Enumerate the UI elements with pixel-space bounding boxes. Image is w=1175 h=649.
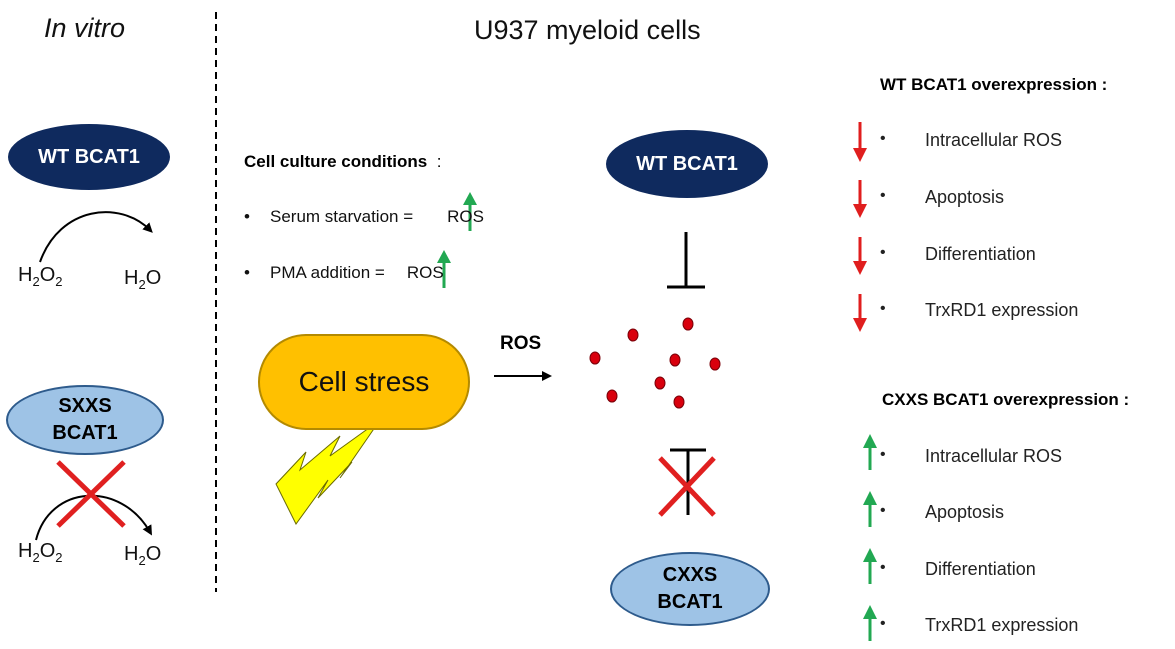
blocked-reaction-arc-arrow [35, 494, 153, 541]
increase-arrow-icon [863, 605, 877, 641]
bullet: • [880, 446, 886, 463]
decrease-arrow-icon [853, 237, 867, 275]
bullet: • [880, 559, 886, 576]
blocked-inhibition-symbol [658, 448, 716, 517]
decrease-arrow-icon [853, 122, 867, 162]
product-h2o: H2O [124, 267, 162, 292]
bullet: • [880, 300, 886, 317]
conditions-heading: Cell culture conditions : [244, 152, 442, 171]
bullet: • [880, 502, 886, 519]
increase-arrow-icon [863, 434, 877, 470]
wt-effect-apoptosis: Apoptosis [925, 187, 1005, 207]
condition-serum-starvation: •Serum starvation = ROS [244, 207, 484, 226]
substrate-h2o2-blocked: H2O2 [18, 540, 63, 565]
wt-effect-trxrd1-expression: TrxRD1 expression [925, 300, 1079, 320]
condition-pma-addition: •PMA addition = ROS [244, 263, 444, 282]
cxxs-overexpression-heading: CXXS BCAT1 overexpression : [882, 390, 1130, 409]
bullet: • [880, 244, 886, 261]
wt-effect-intracellular-ros: Intracellular ROS [925, 130, 1063, 150]
lightning-icon [275, 419, 381, 525]
cxxs-effect-intracellular-ros: Intracellular ROS [925, 446, 1063, 466]
cxxs-effect-trxrd1-expression: TrxRD1 expression [925, 615, 1079, 635]
blocked-cross-icon [56, 460, 126, 528]
main-title: U937 myeloid cells [474, 15, 701, 45]
cell-stress-box: Cell stress [258, 334, 470, 430]
cxxs-effect-differentiation: Differentiation [925, 559, 1036, 579]
bullet: • [880, 187, 886, 204]
ros-particles [589, 317, 721, 409]
wt-overexpression-heading: WT BCAT1 overexpression : [880, 75, 1108, 94]
in-vitro-title: In vitro [44, 13, 126, 43]
product-h2o-blocked: H2O [124, 543, 162, 568]
increase-arrow-icon [437, 250, 451, 288]
wt-bcat1-enzyme: WT BCAT1 [8, 124, 170, 190]
cxxs-effect-apoptosis: Apoptosis [925, 502, 1005, 522]
bullet: • [880, 615, 886, 632]
increase-arrow-icon [463, 192, 477, 231]
bullet: • [880, 130, 886, 147]
inhibition-symbol [667, 232, 705, 289]
wt-bcat1-cell-enzyme: WT BCAT1 [606, 130, 768, 198]
decrease-arrow-icon [853, 294, 867, 332]
increase-arrow-icon [863, 548, 877, 584]
increase-arrow-icon [863, 491, 877, 527]
reaction-arc-arrow [39, 211, 153, 263]
substrate-h2o2: H2O2 [18, 264, 63, 289]
wt-effect-differentiation: Differentiation [925, 244, 1036, 264]
decrease-arrow-icon [853, 180, 867, 218]
ros-label: ROS [500, 333, 542, 354]
